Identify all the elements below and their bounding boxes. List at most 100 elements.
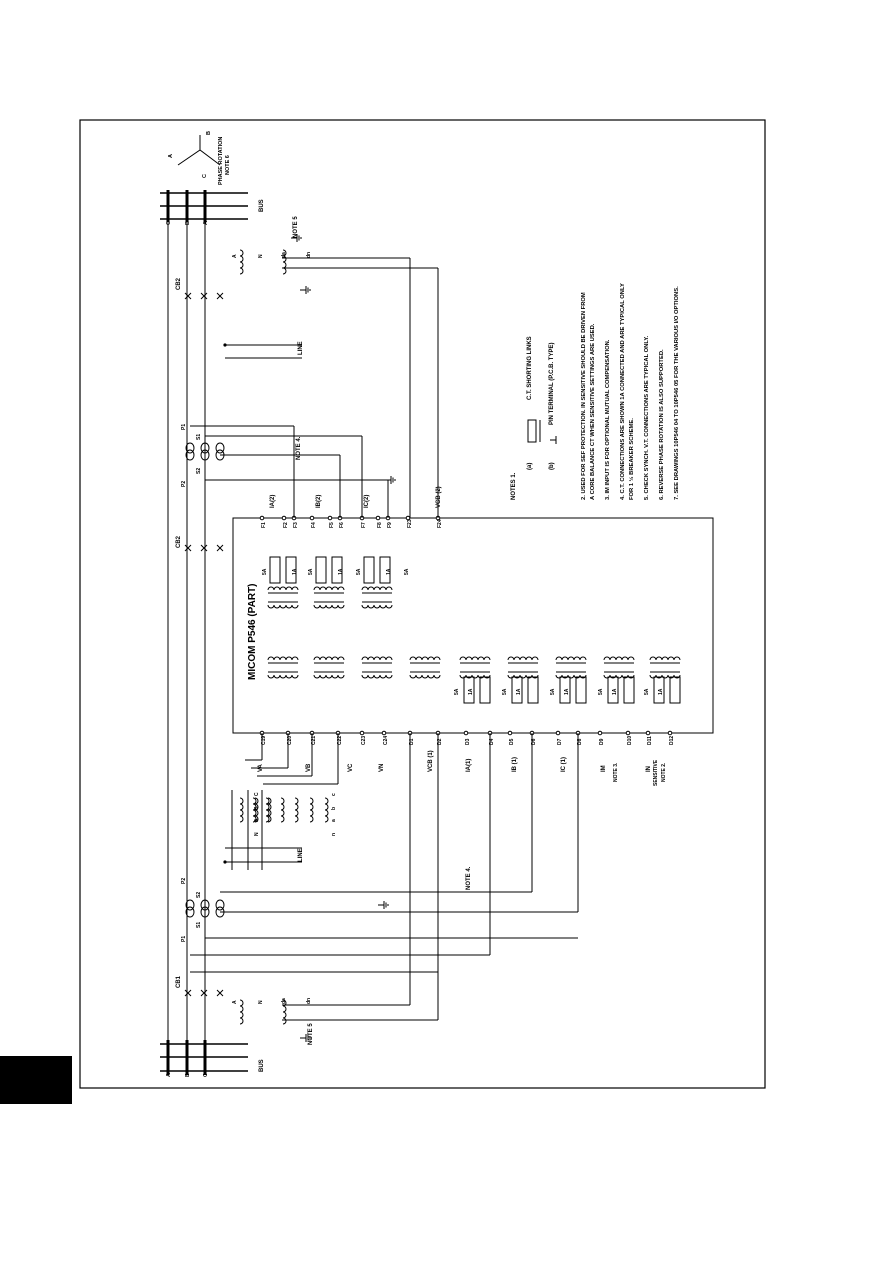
check-synch-vt-cb2-sec bbox=[282, 249, 287, 275]
terminal-label: C21 bbox=[311, 736, 317, 745]
vt-primary-coil bbox=[361, 656, 393, 661]
terminal-pin bbox=[405, 515, 411, 521]
terminal-pin bbox=[645, 730, 651, 736]
note5-label-upper: NOTE 5 bbox=[293, 216, 299, 238]
ct-ring bbox=[185, 899, 195, 911]
vt-terminal-label: da bbox=[281, 998, 287, 1004]
note4-label-lower: NOTE 4. bbox=[466, 866, 472, 890]
relay-title: MICOM P546 (PART) bbox=[247, 584, 258, 681]
ct-cb1-coil-upper bbox=[459, 656, 491, 661]
ct-input-coil-lower bbox=[267, 604, 299, 609]
junction-dot bbox=[185, 1042, 189, 1046]
bus-label-cb1: BUS bbox=[259, 1059, 265, 1072]
terminal-pin bbox=[327, 515, 333, 521]
phase-letter: A bbox=[203, 221, 209, 225]
terminal-label: D3 bbox=[465, 738, 471, 745]
note5-label-lower: NOTE 5 bbox=[308, 1023, 314, 1045]
terminal-pin bbox=[281, 515, 287, 521]
phase-rotation-letter: A bbox=[168, 154, 174, 158]
ct-cb1-coil-lower bbox=[459, 674, 491, 679]
terminal-label: F23 bbox=[407, 519, 413, 528]
junction-dot bbox=[185, 204, 189, 208]
input-1a-box bbox=[479, 676, 491, 704]
breaker-cb1-label: CB1 bbox=[176, 975, 182, 988]
check-synch-vt-cb1 bbox=[239, 999, 244, 1025]
input-name: VN bbox=[379, 764, 385, 772]
ct-terminal-label: P1 bbox=[181, 936, 187, 942]
rating-label: 5A bbox=[308, 568, 314, 575]
junction-dot bbox=[185, 1055, 189, 1059]
terminal-label: D5 bbox=[509, 738, 515, 745]
line-vt-primary bbox=[265, 797, 270, 823]
ct-cb1-coil-lower bbox=[649, 674, 681, 679]
rating-label: 1A bbox=[516, 688, 522, 695]
line-vt-primary bbox=[252, 797, 257, 823]
terminal-pin bbox=[309, 515, 315, 521]
vt-terminal-label: N bbox=[258, 1000, 264, 1004]
junction-dot bbox=[166, 217, 170, 221]
vt-terminal-label: b bbox=[331, 807, 337, 810]
breaker-cross bbox=[200, 544, 208, 552]
junction-dot bbox=[203, 1055, 207, 1059]
vt-terminal-label: dn bbox=[306, 252, 312, 258]
terminal-pin bbox=[375, 515, 381, 521]
ct-cb1-coil-upper bbox=[555, 656, 587, 661]
ct-ring bbox=[185, 442, 195, 454]
ct-ring bbox=[215, 899, 225, 911]
rating-label: 5A bbox=[598, 688, 604, 695]
input-name: IN bbox=[646, 766, 652, 772]
ct-input-coil-upper bbox=[313, 586, 345, 591]
junction-dot bbox=[166, 1069, 170, 1073]
breaker-cross bbox=[200, 989, 208, 997]
ct-cb1-coil-lower bbox=[603, 674, 635, 679]
page-side-tab bbox=[0, 1056, 72, 1104]
note-4b: FOR 1 ½ BREAKER SCHEME. bbox=[628, 418, 635, 500]
vt-primary-coil bbox=[267, 656, 299, 661]
breaker-cross bbox=[184, 292, 192, 300]
terminal-label: C19 bbox=[261, 736, 267, 745]
terminal-label: C22 bbox=[337, 736, 343, 745]
breaker-cross bbox=[184, 989, 192, 997]
vt-terminal-label: dn bbox=[306, 998, 312, 1004]
breaker-cross bbox=[200, 292, 208, 300]
input-name: VA bbox=[258, 763, 264, 772]
junction-dot bbox=[166, 191, 170, 195]
ct-terminal-label: P2 bbox=[181, 481, 187, 487]
junction-dot bbox=[203, 204, 207, 208]
rating-label: 1A bbox=[564, 688, 570, 695]
terminal-label: F9 bbox=[387, 522, 393, 528]
junction-dot bbox=[203, 1069, 207, 1073]
rating-label: 1A bbox=[338, 568, 344, 575]
phase-letter: B bbox=[185, 1073, 191, 1077]
ct-ring bbox=[185, 449, 195, 461]
input-name: IM bbox=[601, 765, 607, 772]
terminal-label: F6 bbox=[339, 522, 345, 528]
breaker-cross bbox=[216, 544, 224, 552]
input-note: NOTE 3. bbox=[613, 762, 619, 782]
ct-terminal-label: S1 bbox=[196, 922, 202, 928]
rating-label: 1A bbox=[468, 688, 474, 695]
phase-rotation-label: PHASE ROTATION bbox=[218, 137, 224, 185]
ct-terminal-label: S2 bbox=[196, 892, 202, 898]
input-1a-box bbox=[623, 676, 635, 704]
line-vt-open-delta bbox=[294, 797, 299, 823]
phase-rotation-note: NOTE 6 bbox=[225, 155, 231, 175]
note-7: 7. SEE DRAWINGS 10P546 04 TO 10P546 05 F… bbox=[674, 286, 680, 500]
ct-cb1-coil-upper bbox=[603, 656, 635, 661]
line-vt-open-delta bbox=[324, 797, 329, 823]
input-name: IC(2) bbox=[364, 495, 370, 508]
input-1a-box bbox=[669, 676, 681, 704]
input-name: VB bbox=[306, 763, 312, 772]
vt-terminal-label: N bbox=[254, 832, 260, 836]
terminal-label: D4 bbox=[489, 738, 495, 745]
note-2b: A CORE BALANCE CT WHEN SENSITIVE SETTING… bbox=[590, 323, 596, 500]
note4-label-upper: NOTE 4. bbox=[296, 436, 302, 460]
terminal-label: D8 bbox=[577, 738, 583, 745]
note-a-label: (a) bbox=[527, 463, 533, 470]
line-label-1: LINE bbox=[298, 848, 304, 862]
terminal-label: C20 bbox=[287, 736, 293, 745]
check-synch-vt-cb2 bbox=[239, 249, 244, 275]
rating-label: 1A bbox=[292, 568, 298, 575]
terminal-label: F5 bbox=[329, 522, 335, 528]
junction-dot bbox=[203, 191, 207, 195]
